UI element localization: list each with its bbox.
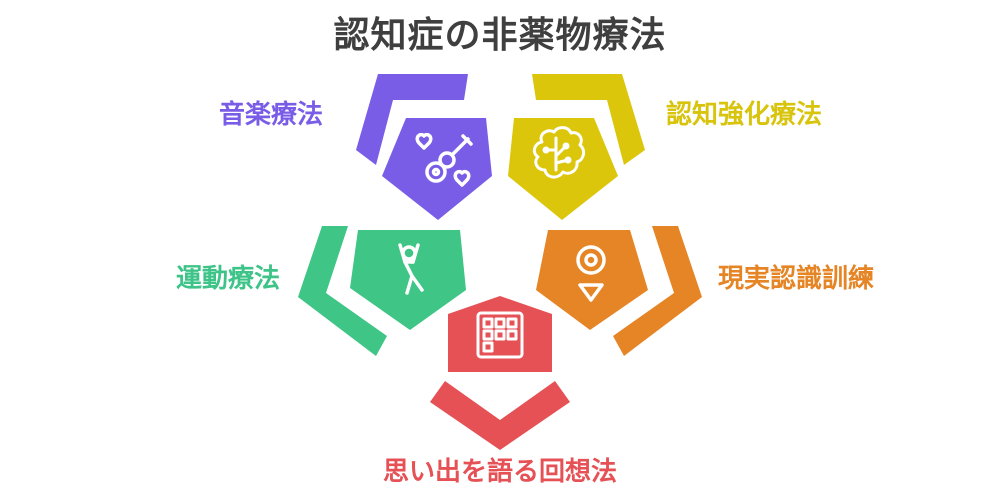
reminiscence-outer-band	[430, 381, 570, 450]
brain-circuit-icon	[532, 126, 586, 179]
reality-outer-band	[613, 226, 702, 356]
exercise-pentagon	[350, 230, 466, 330]
reminiscence-therapy-label: 思い出を語る回想法	[382, 457, 617, 487]
music-therapy-label: 音楽療法	[218, 100, 323, 130]
segment-exercise	[298, 226, 466, 356]
cognitive-outer-band	[532, 74, 645, 165]
reality-orientation-label: 現実認識訓練	[718, 264, 875, 294]
segment-cognitive	[508, 74, 645, 220]
diagram-title: 認知症の非薬物療法	[333, 15, 667, 56]
exercise-outer-band	[298, 226, 387, 356]
segment-reality	[536, 226, 702, 356]
guitar-hearts-icon	[415, 132, 473, 187]
reminiscence-pentagon	[448, 296, 552, 372]
cognitive-pentagon	[508, 118, 618, 220]
exercise-therapy-label: 運動療法	[175, 264, 280, 294]
calendar-grid-icon	[476, 311, 524, 359]
cognitive-therapy-label: 認知強化療法	[666, 100, 823, 130]
segment-reminiscence	[430, 296, 570, 450]
music-outer-band	[356, 74, 468, 165]
location-pin-icon	[576, 245, 606, 302]
segment-music	[356, 74, 492, 220]
exercise-person-icon	[398, 243, 424, 295]
reality-pentagon	[536, 230, 648, 330]
